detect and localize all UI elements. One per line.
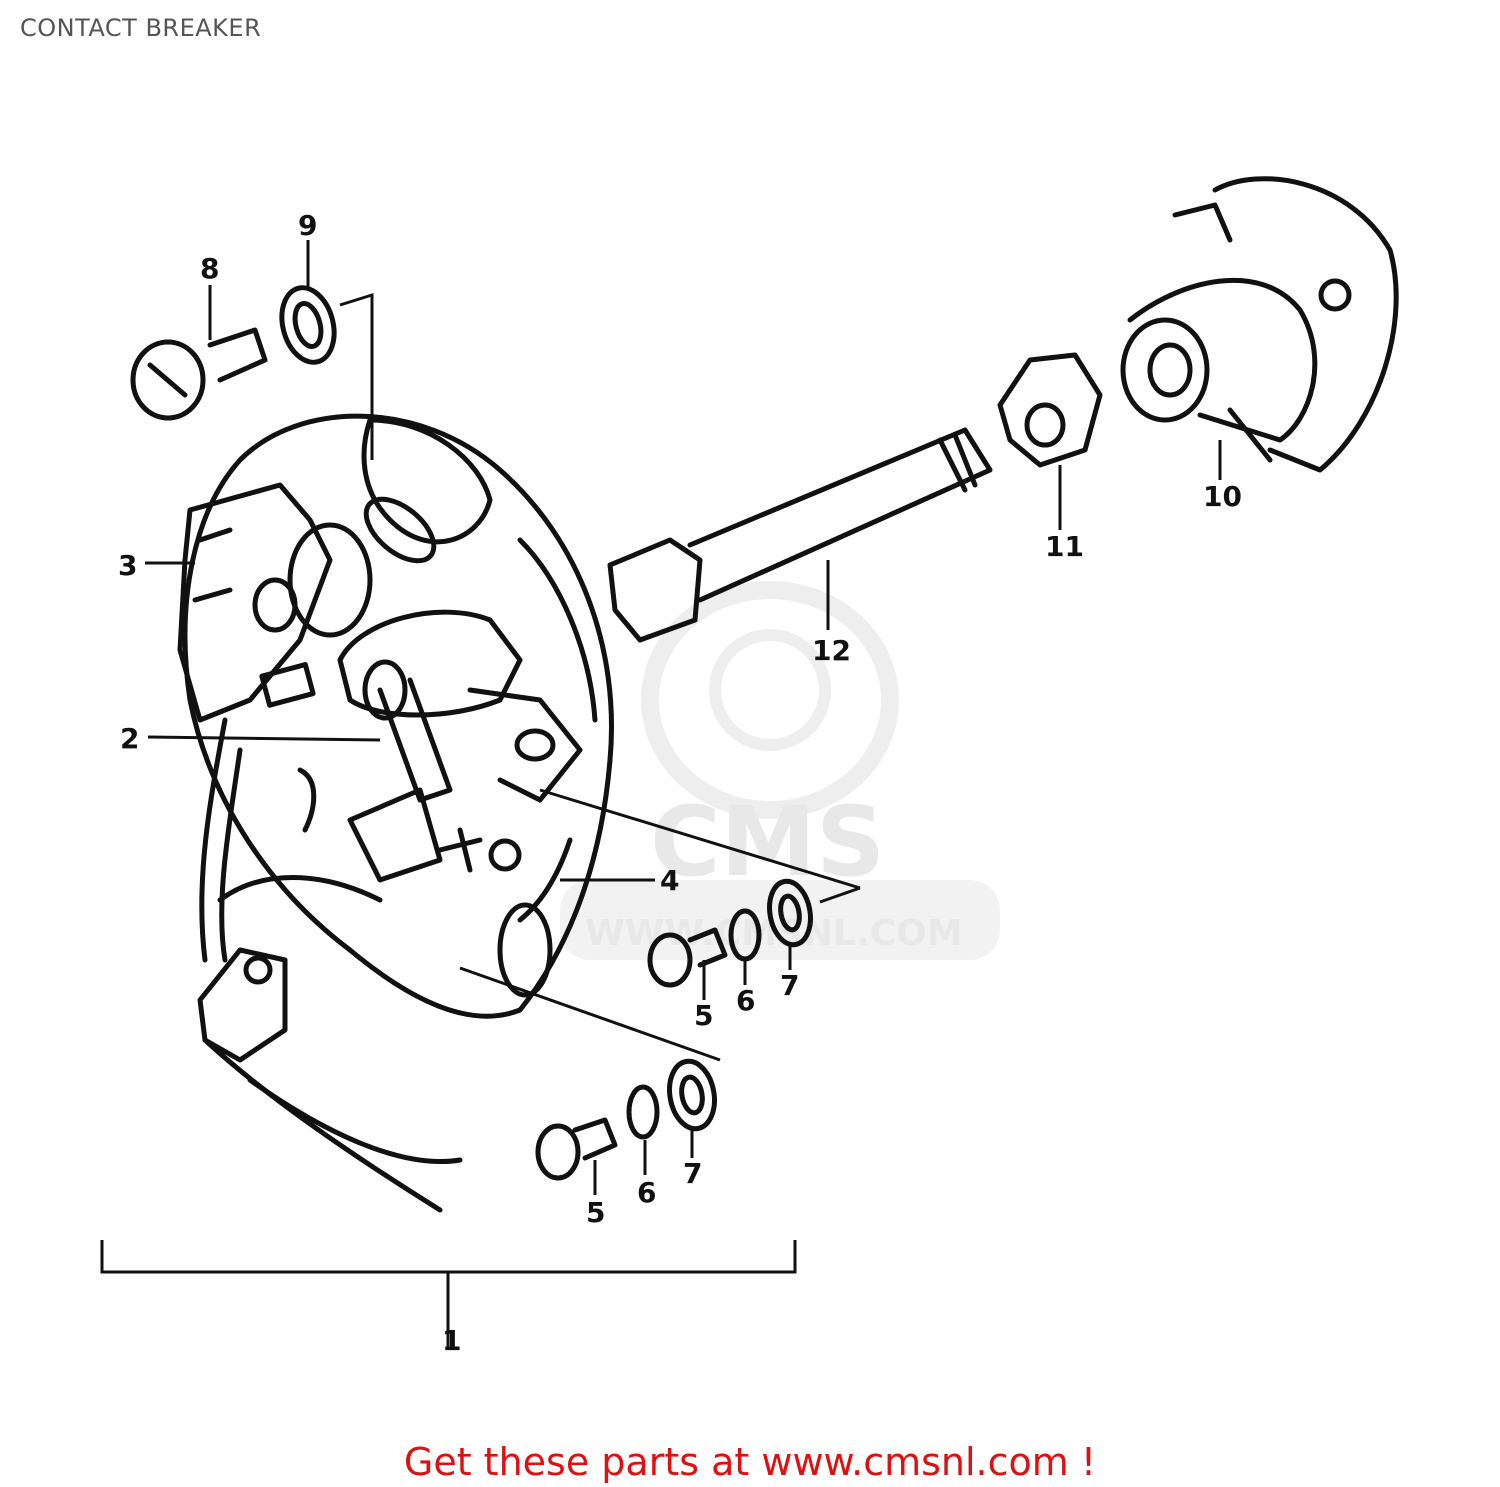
breaker-base-plate	[182, 413, 615, 1019]
callout-6-upper: 6	[736, 984, 755, 1017]
page-title: CONTACT BREAKER	[20, 14, 262, 42]
callout-6-lower: 6	[637, 1176, 656, 1209]
callout-7-lower: 7	[683, 1157, 702, 1190]
screw-part-8	[130, 327, 268, 421]
washer-part-9	[279, 285, 337, 365]
callout-labels: 1 2 3 4 5 6 7 5 6 7 8 9 10 11 12	[118, 209, 1242, 1357]
callout-1: 1	[442, 1324, 461, 1357]
callout-9: 9	[298, 209, 317, 242]
lock-washer-part-6-upper	[728, 908, 762, 962]
callout-5-upper: 5	[694, 999, 713, 1032]
screw-part-5-lower	[535, 1117, 618, 1181]
callout-11: 11	[1045, 530, 1084, 563]
shaft-bolt-part-12	[607, 427, 993, 643]
callout-2: 2	[120, 722, 139, 755]
leader-lines	[100, 240, 1222, 1350]
callout-7-upper: 7	[780, 969, 799, 1002]
contact-point-set	[177, 482, 373, 723]
callout-8: 8	[200, 252, 219, 285]
lead-wire-cable	[197, 717, 463, 1213]
callout-4: 4	[660, 864, 679, 897]
washer-part-7-upper	[767, 878, 813, 948]
callout-12: 12	[812, 634, 851, 667]
housing-part-10	[1120, 176, 1399, 473]
condenser	[337, 609, 583, 883]
screw-part-5-upper	[647, 927, 728, 988]
cms-watermark: CMS WWW.CMSNL.COM	[560, 581, 1000, 960]
callout-5-lower: 5	[586, 1196, 605, 1229]
washer-part-7-lower	[667, 1058, 717, 1132]
footer-link-text[interactable]: Get these parts at www.cmsnl.com !	[403, 1440, 1097, 1484]
lock-washer-part-6-lower	[626, 1084, 660, 1140]
watermark-logo: CMS	[650, 786, 885, 898]
callout-10: 10	[1203, 480, 1242, 513]
callout-3: 3	[118, 549, 137, 582]
nut-part-11	[997, 352, 1103, 468]
